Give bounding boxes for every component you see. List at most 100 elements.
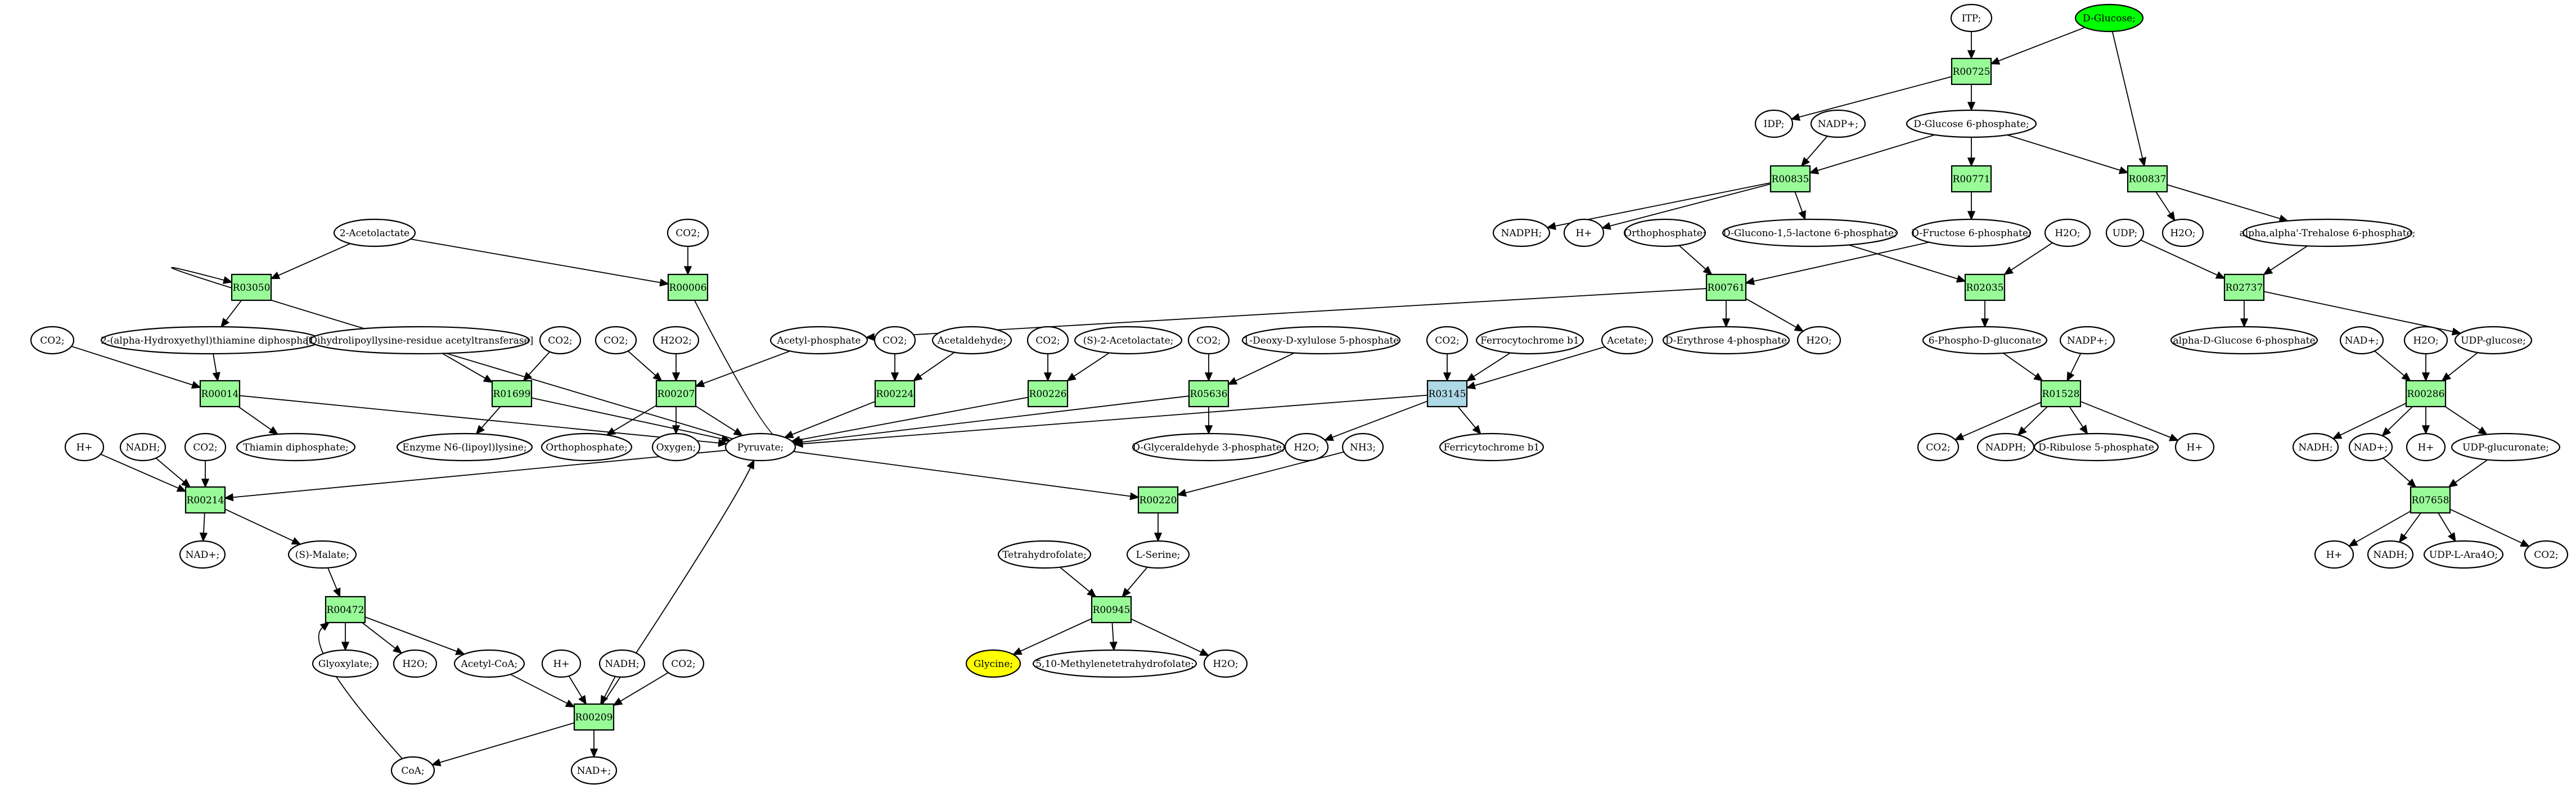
metabolite-idp[interactable]: IDP; (1754, 109, 1794, 138)
metabolite-h-plus-d[interactable]: H+ (2406, 432, 2446, 462)
metabolite-alpha-d-glucose-6p[interactable]: alpha-D-Glucose 6-phosphate (2170, 326, 2318, 355)
metabolite-tetrahydrofolate[interactable]: Tetrahydrofolate; (997, 540, 1092, 569)
reaction-r00835[interactable]: R00835 (1769, 165, 1811, 193)
metabolite-trehalose-6p[interactable]: alpha,alpha'-Trehalose 6-phosphate; (2240, 218, 2416, 247)
metabolite-d-glucose-6p[interactable]: D-Glucose 6-phosphate; (1906, 109, 2037, 138)
reaction-r00006[interactable]: R00006 (667, 273, 709, 301)
metabolite-co2-k[interactable]: CO2; (2524, 540, 2569, 569)
metabolite-h-plus-b[interactable]: H+ (64, 432, 105, 462)
metabolite-nadh-b[interactable]: NADH; (2292, 432, 2339, 462)
metabolite-orthophosphate-b[interactable]: Orthophosphate; (541, 432, 633, 462)
metabolite-nad-plus-d[interactable]: NAD+; (570, 756, 618, 785)
metabolite-co2-l[interactable]: CO2; (662, 649, 705, 678)
metabolite-acetaldehyde[interactable]: Acetaldehyde; (931, 326, 1012, 355)
reaction-r00207[interactable]: R00207 (655, 380, 697, 408)
reaction-r01699[interactable]: R01699 (491, 380, 533, 408)
metabolite-ferrocytochrome-b1[interactable]: Ferrocytochrome b1 (1475, 326, 1584, 355)
metabolite-d-glyceraldehyde-3p[interactable]: D-Glyceraldehyde 3-phosphate; (1132, 432, 1286, 462)
reaction-r02737[interactable]: R02737 (2223, 273, 2265, 301)
reaction-r00014[interactable]: R00014 (199, 380, 241, 408)
metabolite-h2o2[interactable]: H2O2; (652, 326, 700, 355)
metabolite-nad-plus-a[interactable]: NAD+; (2339, 326, 2384, 355)
metabolite-methylenetetrahydrofolate[interactable]: 5,10-Methylenetetrahydrofolate; (1032, 649, 1197, 678)
metabolite-s-acetolactate[interactable]: (S)-2-Acetolactate; (1074, 326, 1183, 355)
metabolite-nad-plus-b[interactable]: NAD+; (2348, 432, 2393, 462)
metabolite-nadh-c[interactable]: NADH; (2367, 540, 2414, 569)
metabolite-pyruvate[interactable]: Pyruvate; (724, 432, 796, 462)
metabolite-deoxy-xylulose-5p[interactable]: 1-Deoxy-D-xylulose 5-phosphate (1241, 326, 1401, 355)
metabolite-acetolactate-2[interactable]: 2-Acetolactate (333, 218, 416, 247)
metabolite-co2-c[interactable]: CO2; (539, 326, 582, 355)
metabolite-h-plus-f[interactable]: H+ (541, 649, 582, 678)
metabolite-phospho-gluconate-6[interactable]: 6-Phospho-D-gluconate (1922, 326, 2048, 355)
metabolite-udp-glucose[interactable]: UDP-glucose; (2454, 326, 2533, 355)
metabolite-h-plus-c[interactable]: H+ (2174, 432, 2215, 462)
metabolite-h2o-a[interactable]: H2O; (2044, 218, 2091, 247)
metabolite-d-glucono-lactone-6p[interactable]: D-Glucono-1,5-lactone 6-phosphate; (1722, 218, 1898, 247)
metabolite-itp[interactable]: ITP; (1950, 3, 1993, 33)
reaction-r00214[interactable]: R00214 (184, 486, 226, 514)
metabolite-co2-h[interactable]: CO2; (1426, 326, 1469, 355)
reaction-r01528[interactable]: R01528 (2040, 380, 2082, 408)
metabolite-nadh-a[interactable]: NADH; (119, 432, 166, 462)
reaction-r02035[interactable]: R02035 (1964, 273, 2006, 301)
metabolite-co2-i[interactable]: CO2; (184, 432, 227, 462)
metabolite-ferricytochrome-b1[interactable]: Ferricytochrome b1 (1439, 432, 1544, 462)
reaction-r05636[interactable]: R05636 (1188, 380, 1230, 408)
metabolite-hydroxyethyl-thiamine[interactable]: 2-(alpha-Hydroxyethyl)thiamine diphospha… (100, 326, 322, 355)
metabolite-orthophosphate-a[interactable]: Orthophosphate; (1623, 218, 1706, 247)
reaction-r03050[interactable]: R03050 (231, 273, 272, 301)
reaction-r00837[interactable]: R00837 (2127, 165, 2168, 193)
metabolite-enzyme-n6-lipoyllysine[interactable]: Enzyme N6-(lipoyl)lysine; (396, 432, 533, 462)
metabolite-h2o-b[interactable]: H2O; (2161, 218, 2204, 247)
metabolite-d-fructose-6p[interactable]: D-Fructose 6-phosphate; (1911, 218, 2032, 247)
metabolite-udp-glucuronate[interactable]: UDP-glucuronate; (2451, 432, 2561, 462)
reaction-r00771[interactable]: R00771 (1951, 165, 1992, 193)
metabolite-dihydrolipoyllysine[interactable]: [Dihydrolipoyllysine-residue acetyltrans… (306, 326, 534, 355)
metabolite-nh3[interactable]: NH3; (1341, 432, 1384, 462)
metabolite-udp-l-ara4o[interactable]: UDP-L-Ara4O; (2423, 540, 2504, 569)
metabolite-s-malate[interactable]: (S)-Malate; (287, 540, 357, 569)
metabolite-udp[interactable]: UDP; (2105, 218, 2145, 247)
metabolite-h2o-g[interactable]: H2O; (1203, 649, 1248, 678)
metabolite-co2-j[interactable]: CO2; (1917, 432, 1960, 462)
metabolite-nadph-b[interactable]: NADPH; (1976, 432, 2035, 462)
reaction-r00209[interactable]: R00209 (573, 703, 615, 731)
reaction-r00761[interactable]: R00761 (1705, 273, 1747, 301)
metabolite-h-plus-e[interactable]: H+ (2314, 540, 2354, 569)
reaction-r07658[interactable]: R07658 (2410, 486, 2451, 514)
reaction-r00286[interactable]: R00286 (2405, 380, 2447, 408)
metabolite-nadp-plus-b[interactable]: NADP+; (2059, 326, 2115, 355)
metabolite-glycine[interactable]: Glycine; (965, 649, 1021, 678)
reaction-r00220[interactable]: R00220 (1137, 486, 1179, 514)
metabolite-glyoxylate[interactable]: Glyoxylate; (312, 649, 379, 678)
metabolite-co2-e[interactable]: CO2; (873, 326, 916, 355)
metabolite-nadph-a[interactable]: NADPH; (1492, 218, 1551, 247)
reaction-r00945[interactable]: R00945 (1091, 596, 1132, 624)
metabolite-d-erythrose-4p[interactable]: D-Erythrose 4-phosphate (1662, 326, 1790, 355)
metabolite-d-glucose[interactable]: D-Glucose; (2074, 3, 2144, 33)
metabolite-co2-b[interactable]: CO2; (30, 326, 75, 355)
reaction-r00472[interactable]: R00472 (325, 596, 366, 624)
metabolite-co2-f[interactable]: CO2; (1026, 326, 1069, 355)
metabolite-nadp-plus[interactable]: NADP+; (1810, 109, 1866, 138)
metabolite-nadh-d[interactable]: NADH; (598, 649, 646, 678)
metabolite-coa[interactable]: CoA; (390, 756, 435, 785)
metabolite-h2o-f[interactable]: H2O; (393, 649, 438, 678)
metabolite-acetyl-coa[interactable]: Acetyl-CoA; (453, 649, 525, 678)
metabolite-h2o-d[interactable]: H2O; (2403, 326, 2448, 355)
metabolite-co2-a[interactable]: CO2; (666, 218, 709, 247)
reaction-r00725[interactable]: R00725 (1951, 57, 1992, 85)
reaction-r03145[interactable]: R03145 (1426, 380, 1468, 408)
metabolite-l-serine[interactable]: L-Serine; (1126, 540, 1190, 569)
metabolite-co2-d[interactable]: CO2; (595, 326, 637, 355)
metabolite-thiamin-diphosphate[interactable]: Thiamin diphosphate; (236, 432, 356, 462)
metabolite-acetyl-phosphate[interactable]: Acetyl-phosphate (769, 326, 868, 355)
metabolite-h-plus-a[interactable]: H+ (1563, 218, 1605, 247)
metabolite-acetate[interactable]: Acetate; (1601, 326, 1654, 355)
reaction-r00224[interactable]: R00224 (874, 380, 916, 408)
metabolite-h2o-e[interactable]: H2O; (1284, 432, 1329, 462)
metabolite-d-ribulose-5p[interactable]: D-Ribulose 5-phosphate (2033, 432, 2159, 462)
reaction-r00226[interactable]: R00226 (1027, 380, 1069, 408)
metabolite-h2o-c[interactable]: H2O; (1796, 326, 1841, 355)
